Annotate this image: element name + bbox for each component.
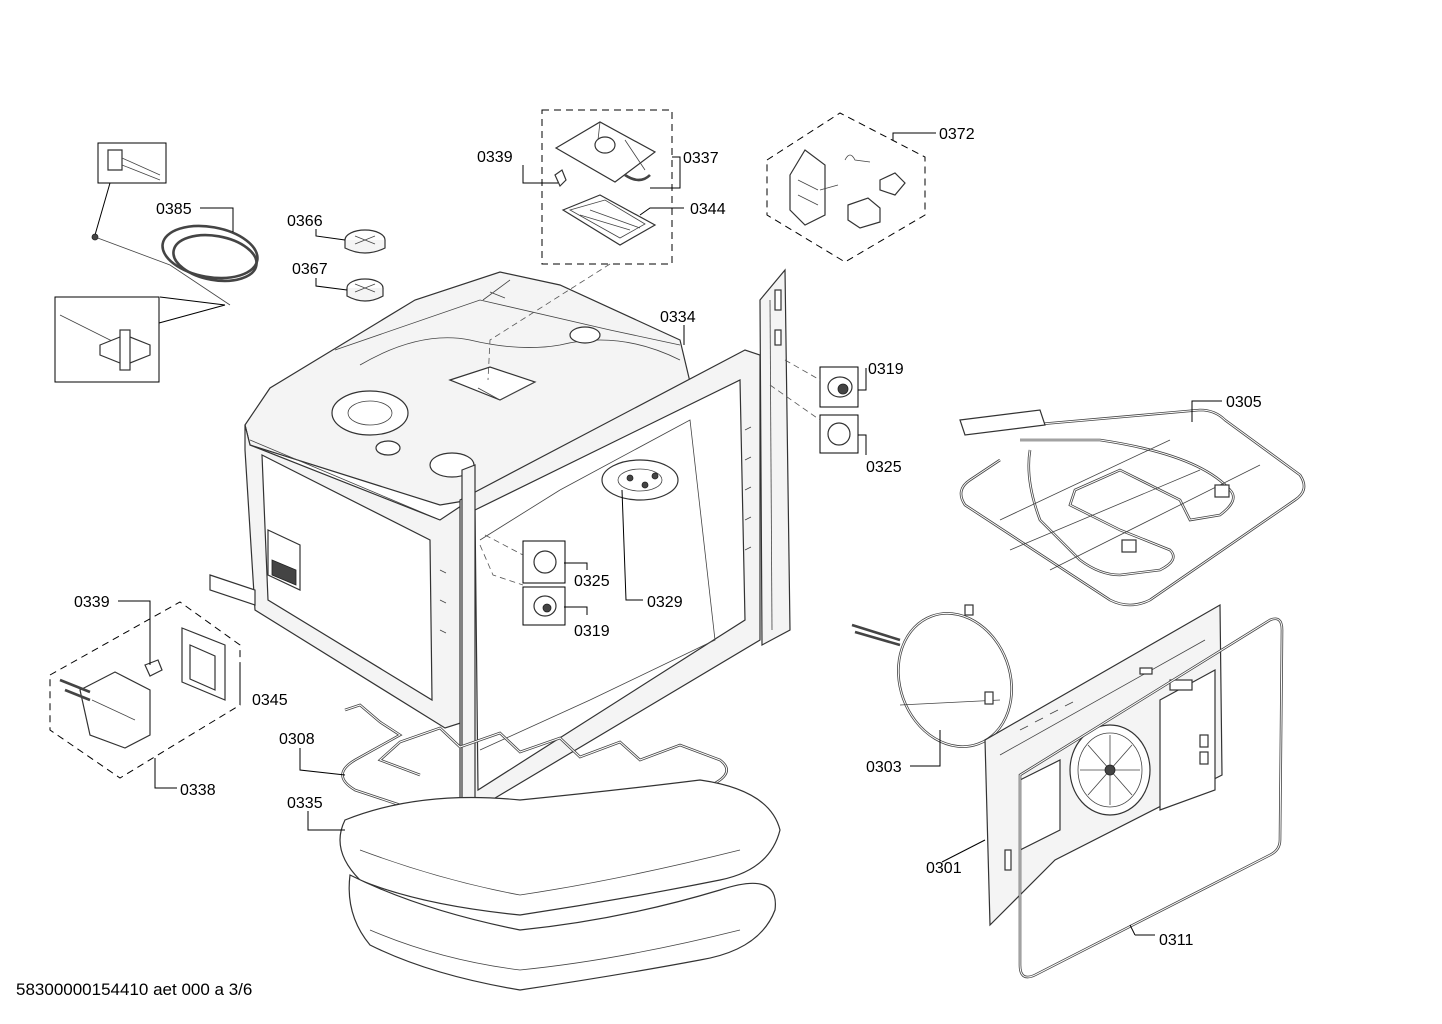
label-0345: 0345 <box>252 692 288 709</box>
label-0301: 0301 <box>926 860 962 877</box>
label-0344: 0344 <box>690 201 726 218</box>
leader-lines <box>118 132 1222 936</box>
label-0339-left: 0339 <box>74 594 110 611</box>
door-lock-group <box>766 112 926 263</box>
callout-labels: 0385 0366 0367 0339 0337 0344 0372 0334 … <box>74 126 1262 949</box>
fan-cover-knobs <box>344 229 386 302</box>
label-0325-right: 0325 <box>866 459 902 476</box>
label-0319-right: 0319 <box>868 361 904 378</box>
temperature-sensor-cable <box>54 142 259 383</box>
label-0385: 0385 <box>156 201 192 218</box>
label-0338: 0338 <box>180 782 216 799</box>
label-0329: 0329 <box>647 594 683 611</box>
label-0367: 0367 <box>292 261 328 278</box>
insulation-mat <box>339 779 781 991</box>
label-0311: 0311 <box>1159 932 1194 949</box>
ring-heating-element <box>851 604 1013 748</box>
oven-lamps <box>479 359 859 626</box>
door-gasket <box>1018 617 1284 979</box>
label-0308: 0308 <box>279 731 315 748</box>
label-0372: 0372 <box>939 126 975 143</box>
label-0303: 0303 <box>866 759 902 776</box>
label-0339-top: 0339 <box>477 149 513 166</box>
label-0334: 0334 <box>660 309 696 326</box>
label-0335: 0335 <box>287 795 323 812</box>
fan-motor-group <box>49 601 241 779</box>
label-0325-center: 0325 <box>574 573 610 590</box>
top-grill-element <box>959 408 1306 607</box>
label-0319-center: 0319 <box>574 623 610 640</box>
oven-muffle <box>209 268 791 831</box>
document-code: 58300000154410 aet 000 a 3/6 <box>16 980 253 999</box>
label-0305: 0305 <box>1226 394 1262 411</box>
label-0366: 0366 <box>287 213 323 230</box>
top-assembly-group <box>487 109 673 381</box>
label-0337: 0337 <box>683 150 719 167</box>
